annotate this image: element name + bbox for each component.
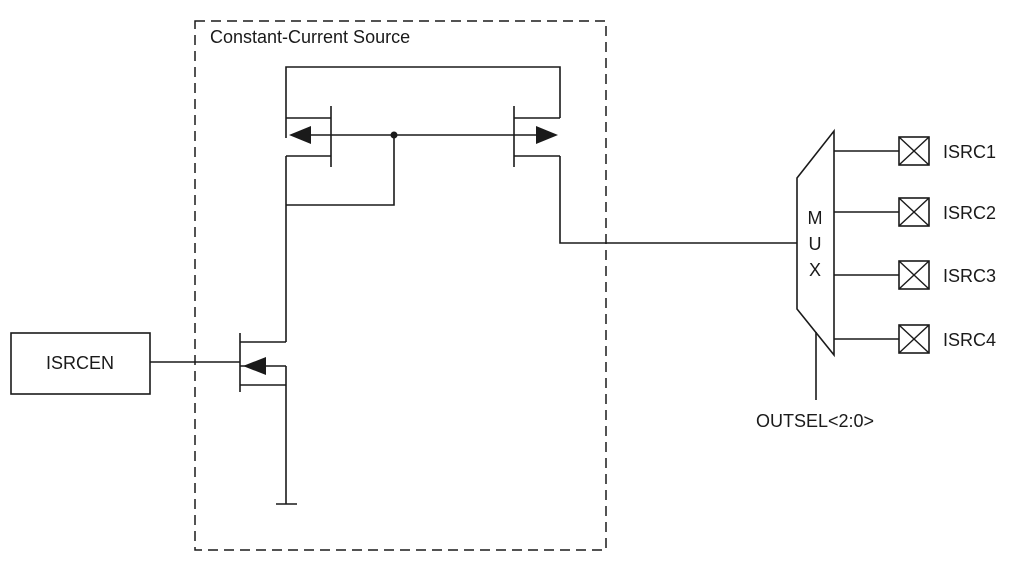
isrc3-label: ISRC3	[943, 266, 996, 286]
ground-symbol	[276, 385, 297, 505]
box-title: Constant-Current Source	[210, 27, 410, 47]
nmos-transistor	[239, 333, 287, 392]
isrc2-label: ISRC2	[943, 203, 996, 223]
isrc4-label: ISRC4	[943, 330, 996, 350]
output-wire	[559, 156, 797, 244]
mux-letter-x: X	[809, 260, 821, 280]
pad-x-icon	[898, 324, 930, 354]
pad-x-icon	[898, 197, 930, 227]
pad-x-icon	[898, 136, 930, 166]
constant-current-source-boundary	[194, 20, 607, 551]
isrcen-block	[10, 332, 151, 395]
mux-letter-m: M	[808, 208, 823, 228]
gate-drain-link	[286, 135, 395, 206]
outsel-label: OUTSEL<2:0>	[756, 411, 874, 431]
output-isrc4: ISRC4	[834, 324, 996, 354]
left-pmos-transistor	[285, 106, 332, 205]
mux-letter-u: U	[809, 234, 822, 254]
mux-block	[796, 128, 835, 358]
isrc1-label: ISRC1	[943, 142, 996, 162]
top-wire	[285, 66, 561, 138]
output-isrc2: ISRC2	[834, 197, 996, 227]
output-isrc1: ISRC1	[834, 136, 996, 166]
pad-x-icon	[898, 260, 930, 290]
isrcen-label: ISRCEN	[46, 353, 114, 373]
output-isrc3: ISRC3	[834, 260, 996, 290]
right-pmos-transistor	[513, 106, 560, 167]
